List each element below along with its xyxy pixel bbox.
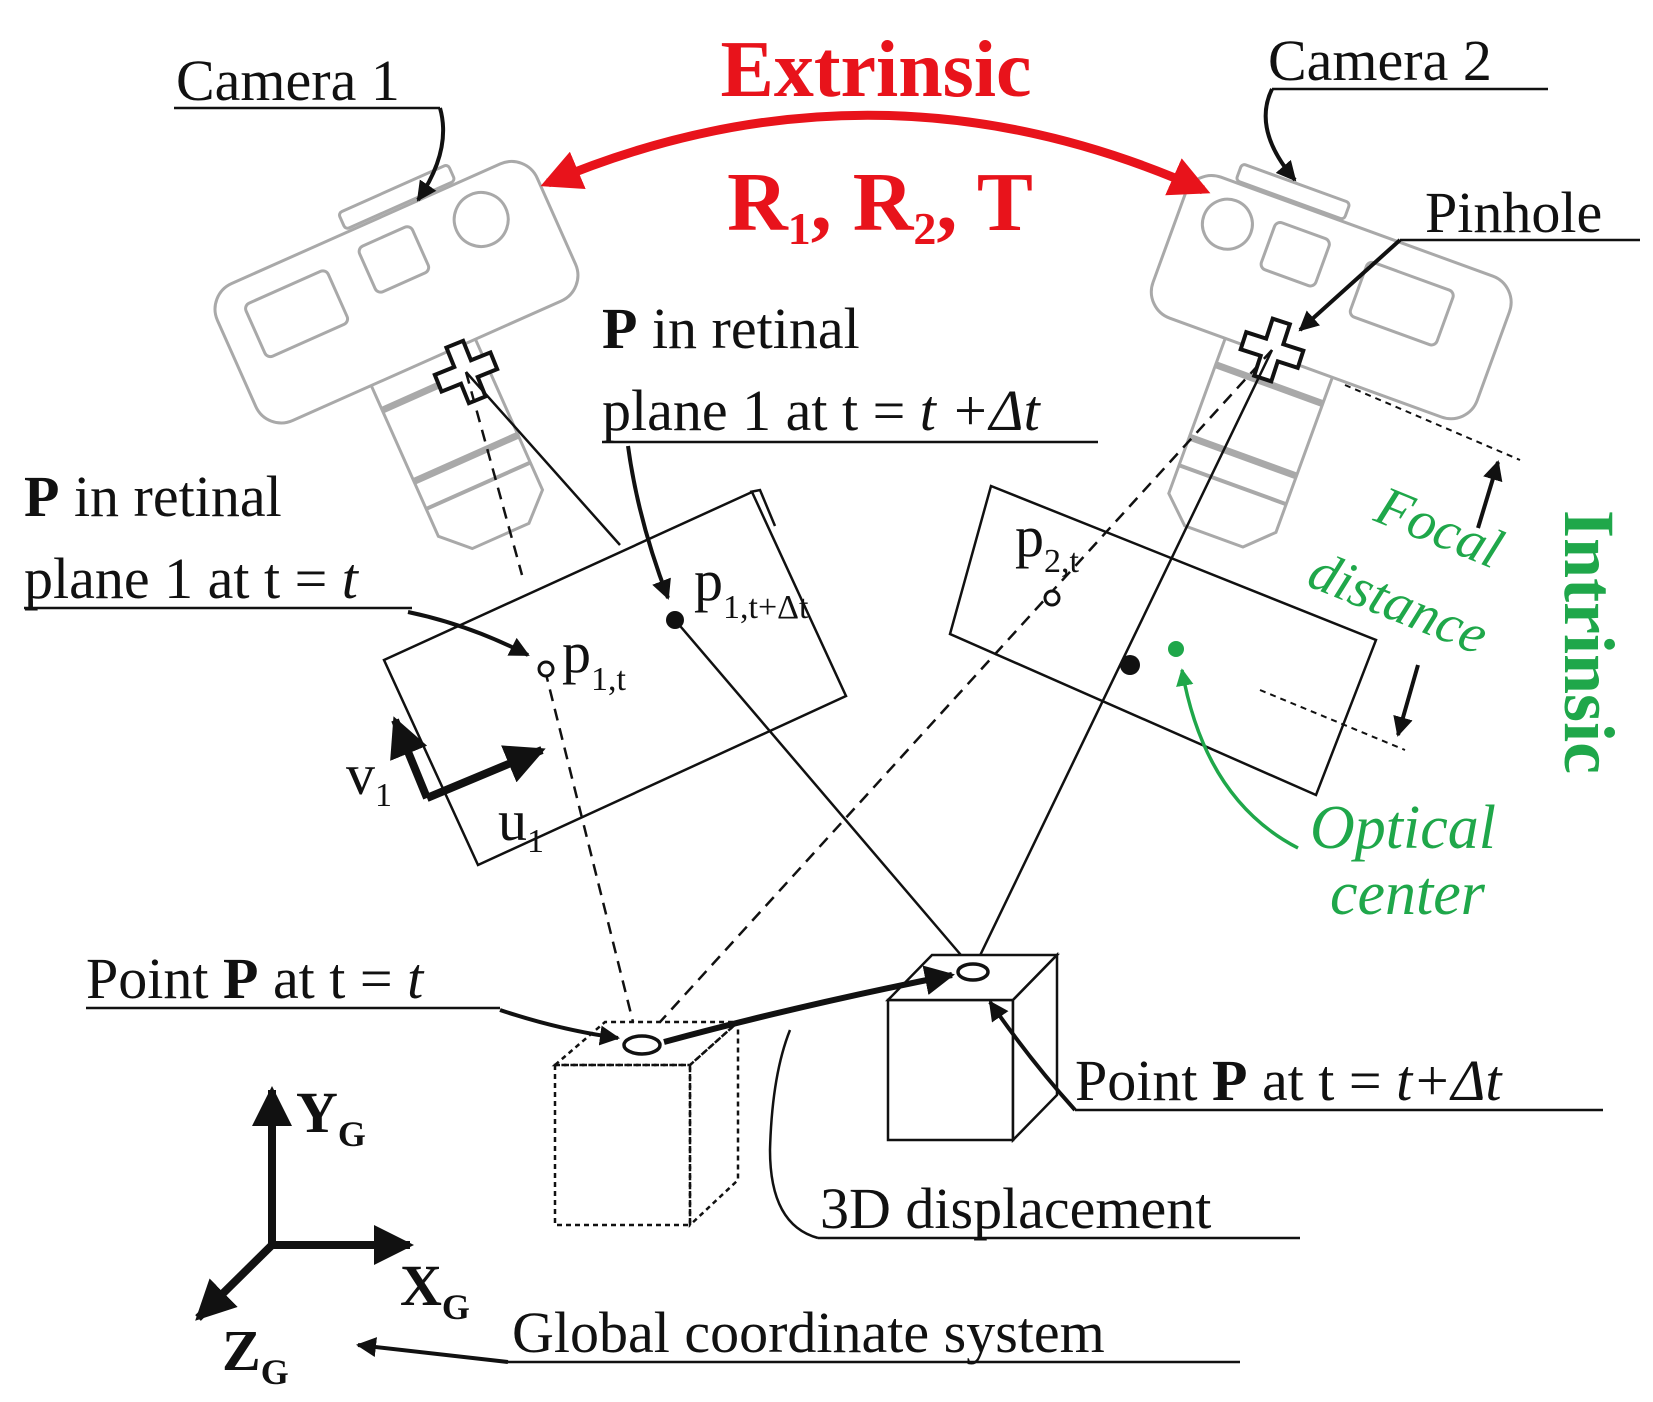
image-point-p1t	[537, 660, 555, 678]
point-t-label: Point P at t = t	[86, 946, 425, 1011]
camera-2-leader	[1263, 88, 1297, 182]
image-point-p2dt	[1120, 655, 1140, 675]
displacement-arrow	[663, 965, 955, 1045]
global-caption: Global coordinate system	[512, 1300, 1105, 1365]
ray-cam1-dt-lower	[674, 619, 973, 969]
axis-v1-label: v1	[346, 742, 392, 814]
focal-arrow-bottom	[1393, 664, 1420, 737]
axis-v1	[390, 716, 431, 800]
point-dt-label: Point P at t = t+Δt	[1075, 1048, 1503, 1113]
point-t-leader	[499, 1008, 620, 1046]
retinal-t-line1: P in retinal	[24, 464, 282, 529]
image-point-p2t	[1043, 589, 1061, 607]
image-point-p1dt	[666, 611, 684, 629]
optical-line2: center	[1330, 860, 1486, 928]
retinal-t-line2: plane 1 at t = t	[24, 546, 360, 611]
camera-1-leader	[416, 107, 446, 202]
optical-line1: Optical	[1310, 794, 1496, 862]
retinal-dt-line1: P in retinal	[602, 296, 860, 361]
displacement-leader	[768, 1029, 819, 1240]
ray-cam1-t-lower	[543, 669, 635, 1023]
point-p-dt-marker	[956, 962, 990, 982]
extrinsic-title: Extrinsic	[720, 26, 1031, 114]
camera-1-icon	[213, 160, 580, 551]
focal-ext-top	[1344, 384, 1521, 461]
ray-cam2-t	[659, 349, 1273, 1023]
axis-u1-label: u1	[498, 788, 544, 860]
point-dt-leader	[988, 1000, 1077, 1112]
retinal-dt-leader	[626, 445, 671, 600]
camera-1-label: Camera 1	[176, 48, 400, 113]
optical-center-dot	[1168, 641, 1184, 657]
ray-cam1-t-upper	[464, 371, 524, 576]
global-axis-x-label: XG	[400, 1253, 470, 1327]
retinal-plane-1-corner	[749, 488, 777, 527]
extrinsic-params: R1, R2, T	[727, 156, 1033, 254]
retinal-t-leader	[407, 610, 530, 657]
intrinsic-title: Intrinsic	[1549, 510, 1629, 774]
camera-2-label: Camera 2	[1268, 28, 1492, 93]
global-axis-z-label: ZG	[222, 1318, 289, 1392]
pinhole-label: Pinhole	[1425, 180, 1602, 245]
image-point-p2t-label: p2,t	[1015, 504, 1080, 580]
global-axis-z	[195, 1242, 275, 1321]
point-p-t-marker	[622, 1034, 662, 1056]
retinal-plane-1	[382, 490, 848, 867]
image-point-p1dt-label: p1,t+Δt	[694, 548, 809, 626]
global-caption-leader	[356, 1337, 509, 1364]
global-axis-y-label: YG	[296, 1080, 366, 1154]
optical-center-leader	[1176, 668, 1299, 850]
retinal-dt-line2: plane 1 at t = t +Δt	[602, 378, 1042, 443]
retinal-plane-2	[948, 484, 1378, 797]
focal-ext-bottom	[1259, 689, 1406, 751]
ray-cam1-dt-upper	[465, 371, 621, 546]
extrinsic-double-arrow	[540, 110, 1211, 196]
image-point-p1t-label: p1,t	[562, 620, 627, 698]
displacement-label: 3D displacement	[820, 1176, 1211, 1241]
cube-at-t-dt	[885, 951, 1060, 1144]
camera-2-icon	[1149, 163, 1513, 549]
pinhole-leader	[1298, 238, 1402, 332]
focal-arrow-top	[1476, 460, 1503, 529]
axis-u1	[425, 745, 546, 802]
